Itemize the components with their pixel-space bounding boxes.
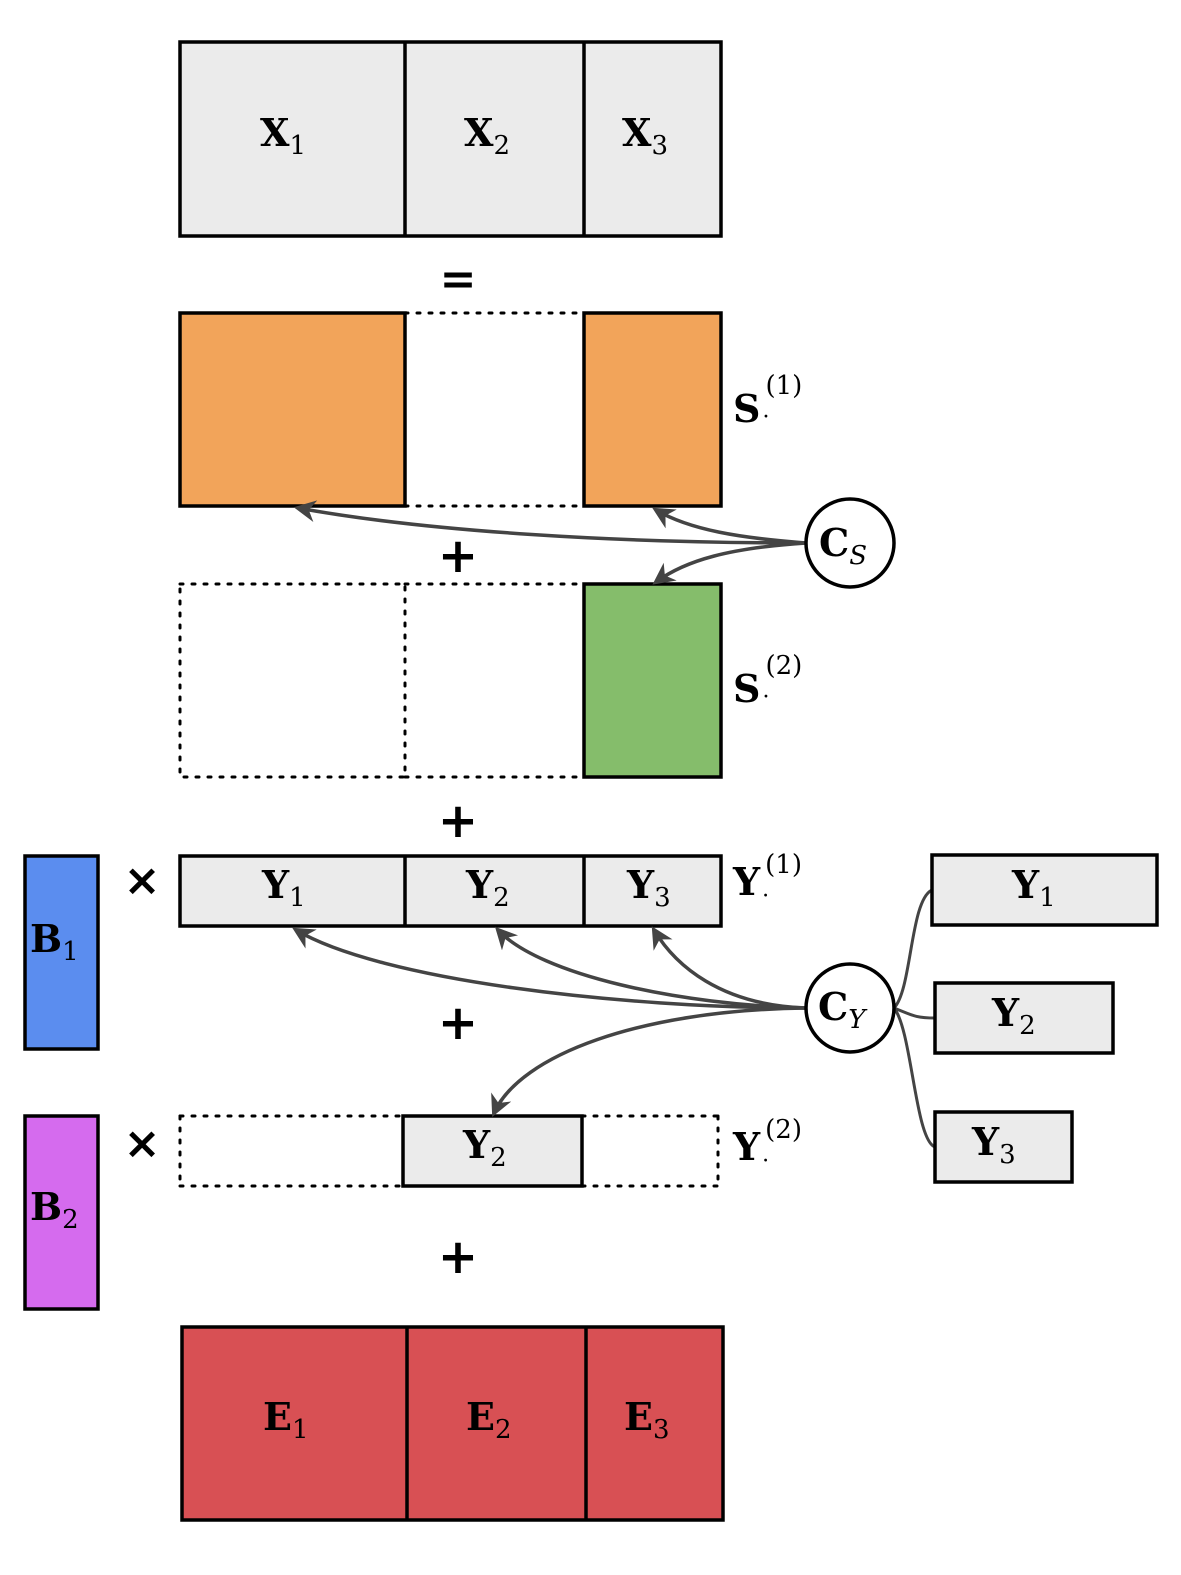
times-sign-2: × (124, 1118, 161, 1169)
cy-node (804, 962, 896, 1054)
e2-label: E2 (466, 1394, 512, 1445)
y-right-block-3 (933, 1110, 1074, 1184)
e1-label: E1 (263, 1394, 309, 1445)
b2-block (23, 1114, 100, 1311)
s2-matrix: S·(2) (178, 582, 802, 779)
cy-arrow-to-y1-1 (292, 927, 807, 1010)
y1-row-label-2: Y2 (465, 862, 510, 913)
s1-matrix: S·(1) (178, 311, 802, 508)
cy-node-label: CY (818, 984, 868, 1035)
plus-sign-4: + (438, 1229, 478, 1285)
cy-link-y3 (892, 1007, 936, 1149)
equals-sign: = (440, 254, 477, 305)
b1-block (23, 854, 100, 1051)
y-right-label-3: Y3 (971, 1119, 1016, 1170)
times-sign-1: × (124, 855, 161, 906)
y1-matrix: Y1 Y2 Y3 Y·(1) (178, 850, 802, 928)
y-right-block-1 (930, 853, 1159, 927)
s1-block-1 (178, 311, 407, 508)
e3-label: E3 (624, 1394, 670, 1445)
cs-node-label: CS (819, 520, 867, 571)
x1-label: X1 (260, 110, 306, 161)
cs-arrow-to-s1-block-1 (293, 500, 807, 545)
plus-sign-3: + (438, 995, 478, 1051)
cy-link-y1 (892, 888, 933, 1010)
y1-row-label-3: Y3 (626, 862, 671, 913)
cy-link-y2 (893, 1006, 936, 1020)
plus-sign-2: + (438, 793, 478, 849)
y1-row-label-1: Y1 (261, 862, 306, 913)
y2-block-2 (401, 1114, 584, 1188)
e-matrix-box (180, 1325, 725, 1522)
s2-block-3 (582, 582, 723, 779)
x2-label: X2 (464, 110, 510, 161)
s1-block-3 (582, 311, 723, 508)
y-right-label-1: Y1 (1011, 862, 1056, 913)
s2-empty-1 (178, 582, 407, 779)
x-matrix-box (178, 40, 723, 238)
y1-matrix-box (178, 854, 723, 928)
plus-sign-1: + (438, 528, 478, 584)
b2-label: B2 (30, 1184, 79, 1235)
y1-label: Y·(1) (732, 850, 802, 909)
y2-label: Y·(2) (732, 1115, 802, 1174)
y-right-label-2: Y2 (991, 990, 1036, 1041)
y2-matrix: Y2 Y·(2) (178, 1114, 802, 1188)
y-right-block-2 (933, 981, 1115, 1055)
cs-arrow-to-s1-block-3 (652, 507, 807, 545)
x-matrix: X1 X2 X3 (178, 40, 723, 238)
e-matrix: E1 E2 E3 (180, 1325, 725, 1522)
s2-label: S·(2) (733, 651, 802, 711)
cs-node (804, 497, 896, 589)
cy-arrow-to-y2-2 (491, 1006, 807, 1118)
s1-label: S·(1) (733, 371, 802, 431)
x3-label: X3 (622, 110, 668, 161)
b1-label: B1 (30, 916, 79, 967)
cs-arrow-to-s2-block-3 (652, 541, 807, 585)
y2-row-label: Y2 (462, 1122, 507, 1173)
cy-arrow-to-y1-2 (494, 926, 807, 1010)
cy-arrow-to-y1-3 (651, 926, 807, 1010)
